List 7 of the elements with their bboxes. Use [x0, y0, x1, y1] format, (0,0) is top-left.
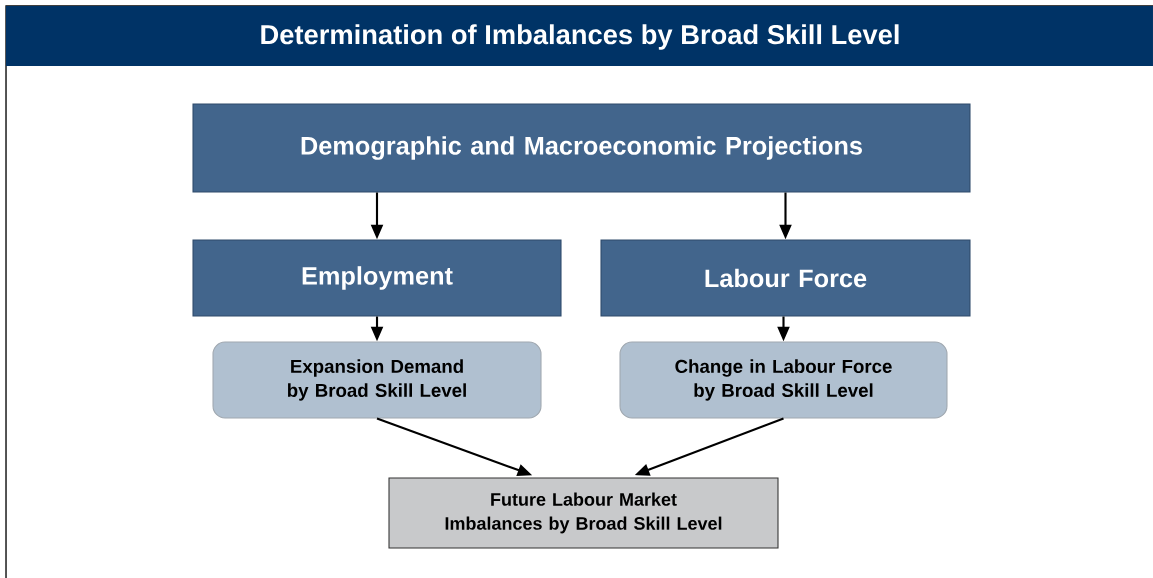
process-box: Labour Force: [600, 239, 971, 317]
process-box: Employment: [192, 239, 562, 317]
outcome-box: Future Labour Market Imbalances by Broad Skill Level: [388, 477, 779, 549]
result-box: Expansion Demand by Broad Skill Level: [212, 341, 542, 419]
title-band: Determination of Imbalances by Broad Skill Level: [6, 6, 1153, 66]
result-box: Change in Labour Force by Broad Skill Level: [619, 341, 948, 419]
process-box: Demographic and Macroeconomic Projections: [192, 103, 971, 193]
